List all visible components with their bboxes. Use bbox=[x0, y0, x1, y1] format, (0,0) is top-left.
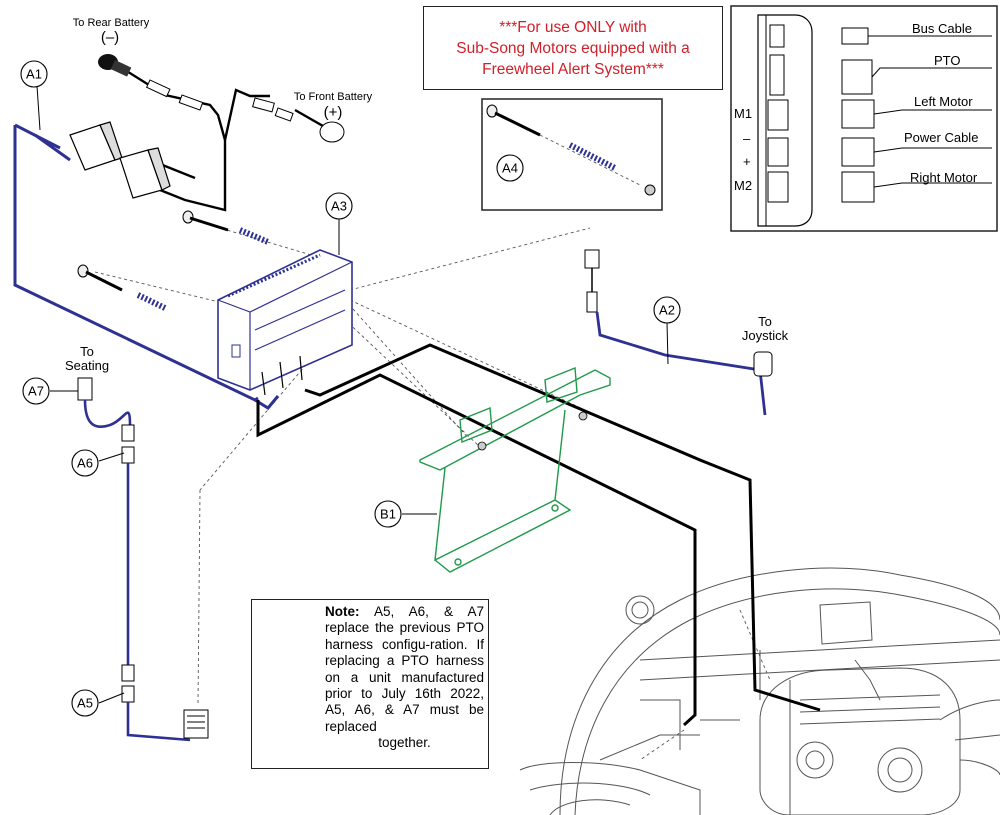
a4-inset bbox=[481, 98, 663, 211]
to-seating-label-1: To bbox=[80, 344, 94, 359]
note-box bbox=[251, 599, 489, 769]
callout-a6-circle bbox=[71, 449, 99, 477]
bolts-and-springs bbox=[77, 210, 270, 311]
m1-label: M1 bbox=[734, 106, 752, 121]
warning-line-3: Freewheel Alert System*** bbox=[482, 60, 664, 78]
to-joystick-label-1: To bbox=[758, 314, 772, 329]
bus-cable-label: Bus Cable bbox=[912, 21, 972, 36]
callout-a2-circle bbox=[653, 296, 681, 324]
rear-battery-label: To Rear Battery bbox=[73, 17, 150, 29]
pto-harness bbox=[77, 377, 209, 742]
plus-label: + bbox=[743, 154, 751, 169]
minus-label: – bbox=[743, 131, 751, 146]
m2-label: M2 bbox=[734, 178, 752, 193]
rear-battery-terminal bbox=[98, 54, 204, 111]
note-heading: Note: bbox=[325, 604, 360, 619]
callout-a4-inset: A4 bbox=[502, 161, 518, 176]
note-last-word: together. bbox=[378, 735, 431, 751]
to-seating-label-2: Seating bbox=[65, 358, 109, 373]
front-battery-terminal bbox=[252, 97, 345, 143]
bracket-nuts bbox=[477, 411, 588, 451]
callout-b1-circle bbox=[374, 500, 402, 528]
left-motor-label: Left Motor bbox=[914, 94, 973, 109]
warning-box: ***For use ONLY with Sub-Song Motors equ… bbox=[423, 6, 723, 90]
front-battery-label: To Front Battery bbox=[294, 91, 373, 103]
note-text: Note: A5, A6, & A7 replace the previous … bbox=[325, 604, 484, 752]
controller-module bbox=[217, 249, 353, 396]
warning-line-2: Sub-Song Motors equipped with a bbox=[456, 39, 690, 57]
bracket-b1 bbox=[419, 366, 611, 573]
anderson-connector-pair bbox=[69, 121, 171, 199]
to-joystick-label-2: Joystick bbox=[742, 328, 789, 343]
callout-a3-circle bbox=[325, 192, 353, 220]
warning-line-1: ***For use ONLY with bbox=[499, 18, 647, 36]
callout-a3: A3 bbox=[331, 199, 347, 214]
pto-label: PTO bbox=[934, 53, 961, 68]
chassis-drawing bbox=[519, 567, 1000, 815]
callout-a2: A2 bbox=[659, 303, 675, 318]
callout-a1: A1 bbox=[26, 67, 42, 82]
callout-labels: A1 A3 A2 A7 A6 A5 B1 A4 bbox=[26, 67, 675, 711]
motor-cables bbox=[256, 343, 821, 727]
callout-leaders bbox=[36, 85, 669, 704]
right-motor-label: Right Motor bbox=[910, 170, 978, 185]
callout-a7: A7 bbox=[28, 384, 44, 399]
rear-battery-sign: (–) bbox=[101, 29, 119, 46]
harness-a2 bbox=[584, 249, 773, 416]
connector-inset-labels: Bus Cable PTO Left Motor Power Cable Rig… bbox=[734, 21, 978, 193]
callout-a6: A6 bbox=[77, 456, 93, 471]
callout-a5-circle bbox=[71, 689, 99, 717]
note-body: A5, A6, & A7 replace the previous PTO ha… bbox=[325, 604, 484, 734]
front-battery-sign: (+) bbox=[324, 104, 343, 121]
connector-inset bbox=[730, 5, 998, 232]
callout-a7-circle bbox=[22, 377, 50, 405]
callout-a1-circle bbox=[20, 60, 48, 88]
destination-labels: To Rear Battery (–) To Front Battery (+)… bbox=[65, 17, 789, 373]
power-cable-label: Power Cable bbox=[904, 130, 978, 145]
callout-b1: B1 bbox=[380, 507, 396, 522]
callout-a5: A5 bbox=[77, 696, 93, 711]
